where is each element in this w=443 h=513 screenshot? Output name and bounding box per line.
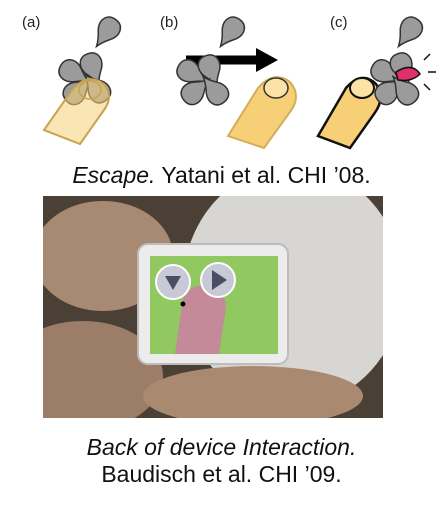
photo-left-hand-bottom — [43, 321, 163, 418]
panel-c-stray-target — [389, 12, 427, 54]
photo-right-hand — [143, 366, 363, 418]
panel-b-stray-target — [211, 12, 249, 54]
panel-c-highlighted-target — [395, 66, 421, 82]
back-of-device-caption: Back of device Interaction. Baudisch et … — [0, 434, 443, 488]
panel-c-highlight-rays — [423, 53, 436, 91]
panel-b-arrowhead — [256, 48, 278, 72]
panel-label-a: (a) — [22, 14, 41, 31]
back-of-device-caption-title: Back of device Interaction. — [86, 434, 357, 460]
escape-illustration — [42, 12, 436, 150]
panel-b-fingernail — [263, 77, 289, 99]
panel-c-fingernail — [349, 77, 375, 99]
panel-a-fingernail — [78, 80, 102, 100]
escape-caption: Escape. Yatani et al. CHI ’08. — [0, 162, 443, 189]
see-through-finger — [175, 285, 226, 354]
panel-a-finger — [42, 78, 110, 146]
cursor-dot — [180, 301, 186, 307]
back-of-device-caption-citation: Baudisch et al. CHI ’09. — [101, 461, 342, 487]
panel-a-stray-target — [87, 12, 125, 54]
back-of-device-photo — [43, 196, 383, 418]
escape-caption-title: Escape. — [72, 162, 156, 188]
escape-caption-citation: Yatani et al. CHI ’08. — [155, 162, 371, 188]
panel-label-c: (c) — [330, 14, 348, 31]
panel-label-b: (b) — [160, 14, 179, 31]
